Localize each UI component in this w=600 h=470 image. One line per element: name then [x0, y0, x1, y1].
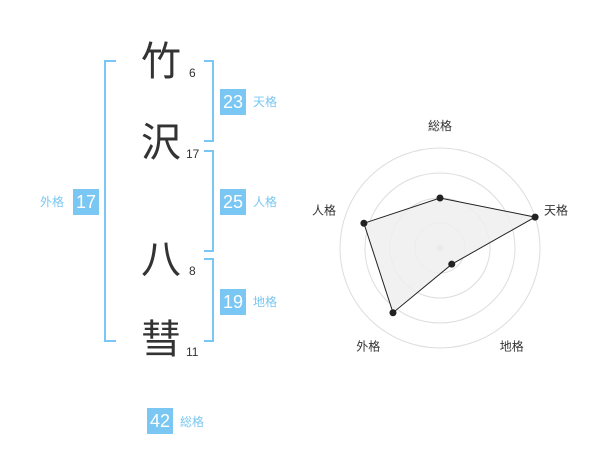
chikaku-label: 地格 — [253, 295, 278, 309]
radar-point-5 — [360, 219, 368, 227]
gaikaku-label: 外格 — [40, 195, 65, 209]
radar-axis-label-2: 天格 — [544, 202, 568, 217]
stroke-count-3: 8 — [189, 264, 196, 278]
jinkaku-label: 人格 — [253, 195, 278, 209]
name-char-1: 竹 — [141, 39, 181, 85]
tenkaku-value: 23 — [220, 89, 246, 115]
tenkaku-bracket — [204, 60, 214, 142]
stroke-count-4: 11 — [186, 345, 199, 359]
gaikaku-bracket — [104, 60, 116, 342]
stroke-count-2: 17 — [186, 147, 200, 161]
radar-point-3 — [448, 260, 456, 268]
radar-axis-label-4: 外格 — [356, 339, 380, 354]
name-char-2: 沢 — [141, 120, 181, 166]
name-char-4: 彗 — [141, 317, 181, 363]
radar-ring-4 — [339, 147, 541, 349]
radar-point-2 — [531, 213, 539, 221]
radar-axis-label-5: 人格 — [312, 202, 336, 217]
stroke-count-1: 6 — [189, 66, 196, 80]
name-char-3: 八 — [141, 237, 181, 283]
radar-ring-3 — [364, 172, 516, 324]
radar-axis-label-1: 総格 — [428, 118, 452, 133]
chikaku-bracket — [204, 258, 214, 342]
radar-point-4 — [389, 309, 397, 317]
chikaku-value: 19 — [220, 289, 246, 315]
radar-polygon — [363, 197, 537, 314]
tenkaku-label: 天格 — [253, 95, 278, 109]
radar-axis-label-3: 地格 — [500, 339, 524, 354]
soukaku-value: 42 — [147, 408, 173, 434]
jinkaku-value: 25 — [220, 189, 246, 215]
radar-point-1 — [436, 194, 444, 202]
gaikaku-value: 17 — [73, 189, 99, 215]
soukaku-label: 総格 — [180, 415, 205, 429]
radar-polygon-group — [360, 194, 539, 317]
jinkaku-bracket — [204, 150, 214, 252]
